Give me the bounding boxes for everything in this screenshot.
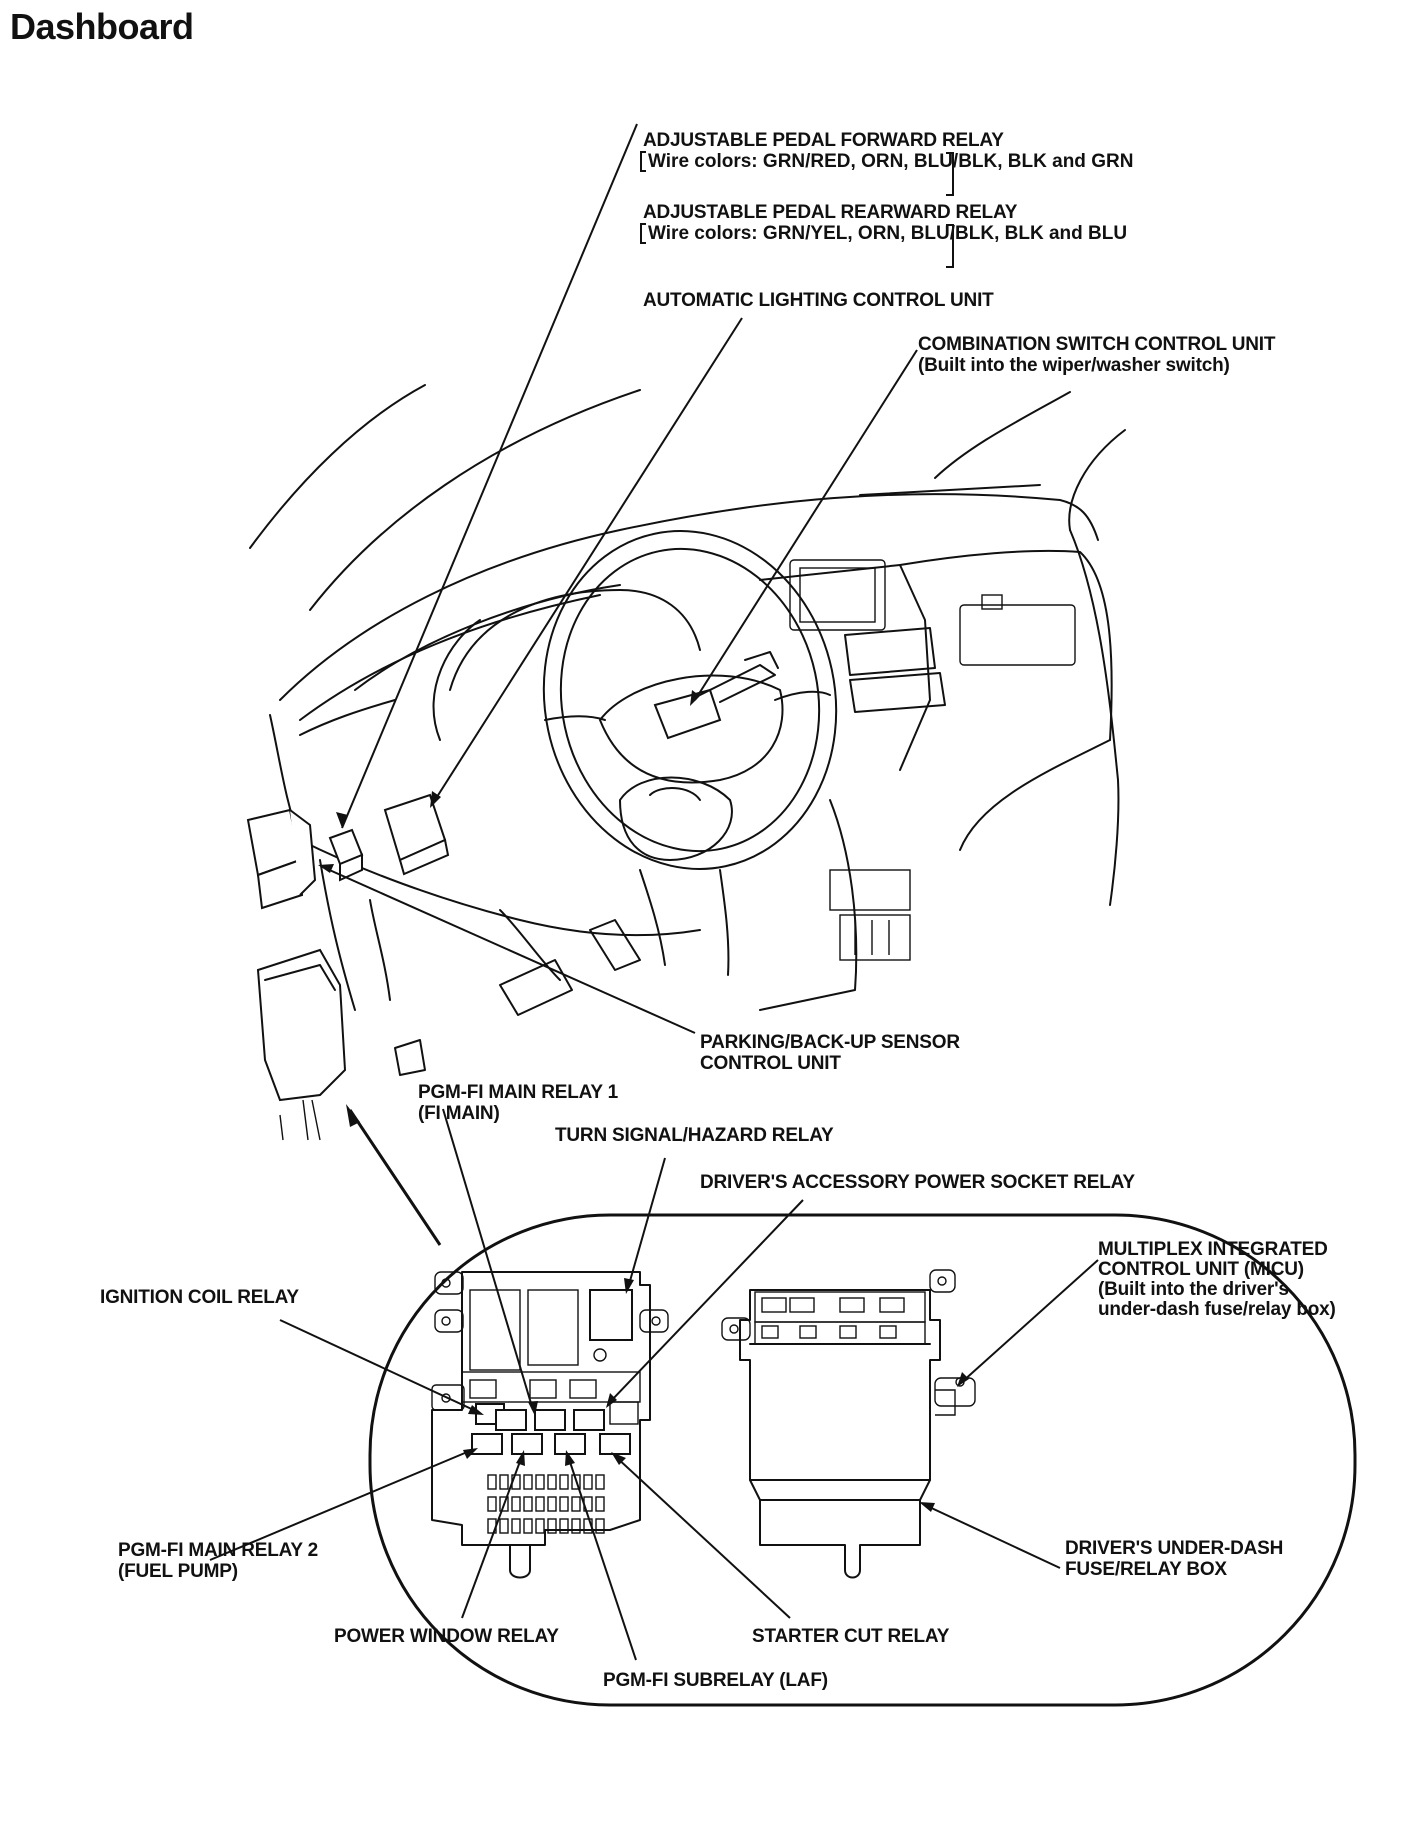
dashboard-outline <box>246 384 1126 1141</box>
label-text: ADJUSTABLE PEDAL REARWARD RELAY <box>643 202 1018 223</box>
label-line-2: (FI MAIN) <box>418 1103 500 1124</box>
label-line-4: under-dash fuse/relay box) <box>1098 1299 1336 1320</box>
label-line-2: CONTROL UNIT <box>700 1053 841 1074</box>
wire-colors-forward: Wire colors: GRN/RED, ORN, BLU/BLK, BLK … <box>640 151 1133 172</box>
label-multiplex-integrated-control-unit: MULTIPLEX INTEGRATED CONTROL UNIT (MICU)… <box>1098 1240 1336 1320</box>
label-starter-cut-relay: STARTER CUT RELAY <box>752 1626 950 1647</box>
pgm-fi-main-relay-2-slot <box>471 1433 503 1455</box>
label-adjustable-pedal-rearward-relay: ADJUSTABLE PEDAL REARWARD RELAY <box>643 202 1017 223</box>
label-line-1: PARKING/BACK-UP SENSOR <box>700 1032 960 1053</box>
automatic-lighting-control-unit <box>383 793 450 876</box>
wire-colors-line-2: BLU/BLK, BLK and BLU <box>910 223 1128 244</box>
label-line-3: (Built into the driver's <box>1098 1279 1289 1300</box>
accessory-socket-relay-slot <box>573 1409 605 1431</box>
label-line-1: PGM-FI MAIN RELAY 2 <box>118 1540 318 1561</box>
wire-colors-rearward: Wire colors: GRN/YEL, ORN, BLU/BLK, BLK … <box>640 223 1127 244</box>
label-line-1: PGM-FI MAIN RELAY 1 <box>418 1082 618 1103</box>
label-line-2: FUSE/RELAY BOX <box>1065 1559 1227 1580</box>
label-pgm-fi-main-relay-2: PGM-FI MAIN RELAY 2 (FUEL PUMP) <box>118 1540 318 1582</box>
fuse-relay-box-front <box>431 1271 669 1579</box>
pgm-fi-main-relay-1-slot <box>495 1409 527 1431</box>
starter-cut-relay-slot <box>599 1433 631 1455</box>
label-pgm-fi-main-relay-1: PGM-FI MAIN RELAY 1 (FI MAIN) <box>418 1082 618 1124</box>
bracket-right <box>946 152 954 196</box>
pgm-fi-subrelay-slot <box>554 1433 586 1455</box>
label-adjustable-pedal-forward-relay: ADJUSTABLE PEDAL FORWARD RELAY <box>643 130 1004 151</box>
label-line-1: DRIVER'S UNDER-DASH <box>1065 1538 1284 1559</box>
label-line-2: CONTROL UNIT (MICU) <box>1098 1259 1304 1280</box>
combination-switch <box>653 651 779 740</box>
label-turn-signal-hazard-relay: TURN SIGNAL/HAZARD RELAY <box>555 1125 834 1146</box>
bracket-right <box>946 224 954 268</box>
zoom-callout <box>346 1104 1357 1707</box>
label-automatic-lighting-control-unit: AUTOMATIC LIGHTING CONTROL UNIT <box>643 290 994 311</box>
label-drivers-under-dash-fuse-relay-box: DRIVER'S UNDER-DASH FUSE/RELAY BOX <box>1065 1538 1283 1580</box>
fuse-grid <box>487 1474 605 1534</box>
label-pgm-fi-subrelay: PGM-FI SUBRELAY (LAF) <box>603 1670 828 1691</box>
fuse-box-side-view <box>256 948 347 1141</box>
wire-colors-line-1: Wire colors: GRN/YEL, ORN, <box>648 223 906 244</box>
page-title: Dashboard <box>10 6 194 47</box>
power-window-relay-slot <box>511 1433 543 1455</box>
label-line-2: (FUEL PUMP) <box>118 1561 238 1582</box>
steering-wheel <box>542 530 838 976</box>
adjustable-pedal-relays <box>328 828 364 882</box>
leader-lines-top <box>318 123 918 1034</box>
label-power-window-relay: POWER WINDOW RELAY <box>334 1626 559 1647</box>
label-line-1: MULTIPLEX INTEGRATED <box>1098 1239 1328 1260</box>
label-line-2: (Built into the wiper/washer switch) <box>918 355 1230 376</box>
wire-colors-line-1: Wire colors: GRN/RED, ORN, <box>648 151 909 172</box>
label-drivers-accessory-power-socket-relay: DRIVER'S ACCESSORY POWER SOCKET RELAY <box>700 1172 1135 1193</box>
parking-sensor-control-unit <box>246 808 317 910</box>
label-combination-switch-control-unit: COMBINATION SWITCH CONTROL UNIT (Built i… <box>918 334 1275 376</box>
leader-lines-bottom <box>209 1108 1099 1661</box>
label-parking-backup-sensor-control-unit: PARKING/BACK-UP SENSOR CONTROL UNIT <box>700 1032 960 1074</box>
fuse-relay-box-rear <box>721 1269 976 1579</box>
wire-colors-line-2: BLU/BLK, BLK and GRN <box>913 151 1134 172</box>
label-line-1: COMBINATION SWITCH CONTROL UNIT <box>918 334 1276 355</box>
label-ignition-coil-relay: IGNITION COIL RELAY <box>100 1287 299 1308</box>
label-text: ADJUSTABLE PEDAL FORWARD RELAY <box>643 130 1004 151</box>
